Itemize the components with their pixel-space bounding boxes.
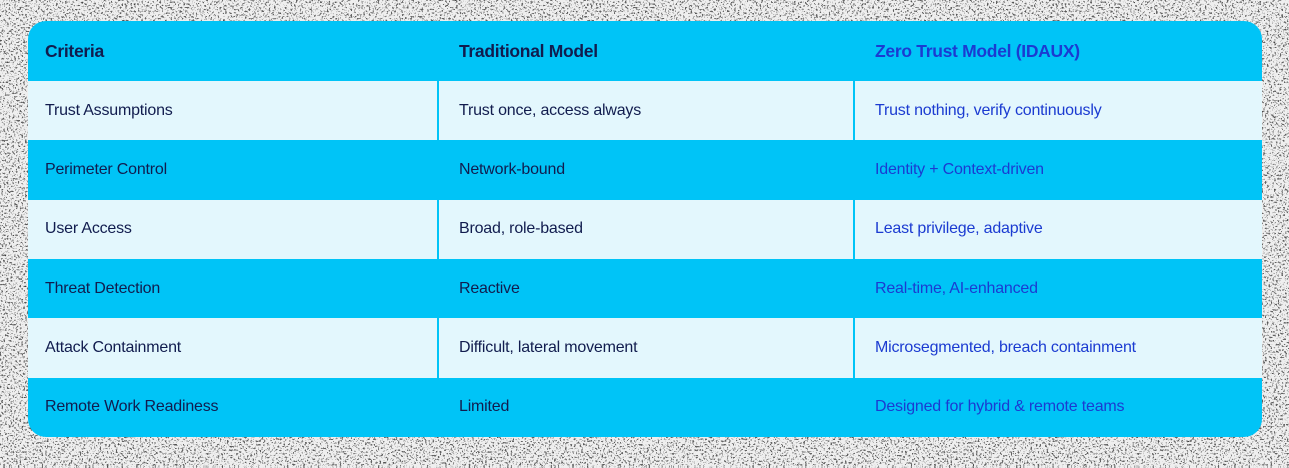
cell-traditional: Trust once, access always: [437, 81, 853, 141]
cell-criteria: Attack Containment: [45, 338, 182, 356]
cell-criteria: User Access: [45, 220, 132, 238]
table-row: Remote Work Readiness Limited Designed f…: [28, 377, 1262, 437]
column-header-zero-trust: Zero Trust Model (IDAUX): [853, 21, 1262, 81]
cell-criteria: Trust Assumptions: [45, 101, 173, 119]
table-row: Threat Detection Reactive Real-time, AI-…: [28, 258, 1262, 319]
cell-traditional: Network-bound: [437, 140, 853, 200]
cell-traditional: Broad, role-based: [437, 199, 853, 259]
cell-traditional: Difficult, lateral movement: [437, 318, 853, 378]
cell-criteria: Threat Detection: [45, 279, 161, 297]
cell-zero-trust: Least privilege, adaptive: [853, 199, 1262, 259]
cell-criteria: Perimeter Control: [45, 160, 167, 178]
cell-zero-trust: Real-time, AI-enhanced: [853, 258, 1262, 319]
column-header-criteria: Criteria: [45, 40, 104, 61]
cell-zero-trust: Microsegmented, breach containment: [853, 318, 1262, 378]
cell-criteria: Remote Work Readiness: [45, 398, 219, 416]
cell-zero-trust: Identity + Context-driven: [853, 140, 1262, 200]
cell-zero-trust: Designed for hybrid & remote teams: [853, 377, 1262, 437]
comparison-table: Criteria Traditional Model Zero Trust Mo…: [28, 21, 1262, 437]
table-header-row: Criteria Traditional Model Zero Trust Mo…: [28, 21, 1262, 81]
table-row: Trust Assumptions Trust once, access alw…: [28, 81, 1262, 141]
cell-traditional: Reactive: [437, 258, 853, 319]
table-row: Perimeter Control Network-bound Identity…: [28, 140, 1262, 200]
table-row: Attack Containment Difficult, lateral mo…: [28, 318, 1262, 378]
table-row: User Access Broad, role-based Least priv…: [28, 199, 1262, 259]
cell-zero-trust: Trust nothing, verify continuously: [853, 81, 1262, 141]
cell-traditional: Limited: [437, 377, 853, 437]
column-header-traditional: Traditional Model: [437, 21, 853, 81]
